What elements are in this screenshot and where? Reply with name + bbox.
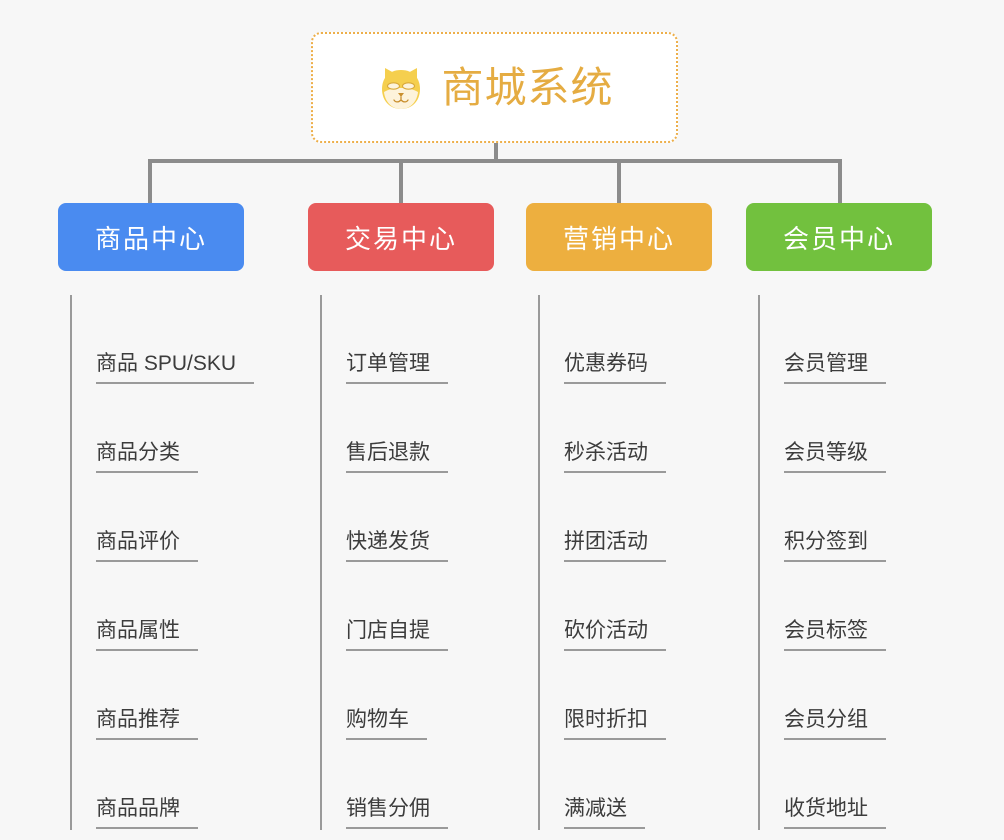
- child-list-marketing: 优惠券码 秒杀活动 拼团活动 砍价活动 限时折扣 满减送: [526, 295, 712, 830]
- child-label: 满减送: [564, 796, 645, 829]
- list-item[interactable]: 会员标签: [758, 562, 932, 651]
- connector-drop-4: [838, 159, 842, 205]
- child-label: 商品分类: [96, 440, 198, 473]
- list-item[interactable]: 拼团活动: [538, 473, 712, 562]
- category-column-member: 会员中心 会员管理 会员等级 积分签到 会员标签 会员分组: [746, 203, 932, 830]
- child-label: 砍价活动: [564, 618, 666, 651]
- connector-drop-1: [148, 159, 152, 205]
- connector-drop-3: [617, 159, 621, 205]
- child-label: 商品推荐: [96, 707, 198, 740]
- child-label: 收货地址: [784, 796, 886, 829]
- list-item[interactable]: 限时折扣: [538, 651, 712, 740]
- list-item[interactable]: 购物车: [320, 651, 494, 740]
- child-label: 会员分组: [784, 707, 886, 740]
- list-item[interactable]: 门店自提: [320, 562, 494, 651]
- root-node[interactable]: 商城系统: [311, 32, 678, 143]
- child-label: 商品 SPU/SKU: [96, 351, 255, 384]
- list-item[interactable]: 积分签到: [758, 473, 932, 562]
- child-spine: [538, 295, 540, 830]
- child-list-trade: 订单管理 售后退款 快递发货 门店自提 购物车 销售分佣: [308, 295, 494, 830]
- list-item[interactable]: 优惠券码: [538, 295, 712, 384]
- list-item[interactable]: 商品评价: [70, 473, 244, 562]
- category-header-trade[interactable]: 交易中心: [308, 203, 494, 271]
- child-label: 优惠券码: [564, 351, 666, 384]
- child-label: 会员等级: [784, 440, 886, 473]
- list-item[interactable]: 会员分组: [758, 651, 932, 740]
- category-header-label: 交易中心: [344, 223, 457, 254]
- child-spine: [70, 295, 72, 830]
- child-label: 积分签到: [784, 529, 886, 562]
- root-title: 商城系统: [441, 63, 614, 111]
- connector-root-stem: [494, 143, 498, 161]
- child-label: 秒杀活动: [564, 440, 666, 473]
- category-header-marketing[interactable]: 营销中心: [526, 203, 712, 271]
- category-header-label: 商品中心: [94, 223, 207, 254]
- list-item[interactable]: 满减送: [538, 740, 712, 829]
- child-label: 拼团活动: [564, 529, 666, 562]
- child-label: 订单管理: [346, 351, 448, 384]
- child-label: 商品品牌: [96, 796, 198, 829]
- list-item[interactable]: 商品属性: [70, 562, 244, 651]
- category-header-label: 会员中心: [782, 223, 895, 254]
- connector-horizontal-bus: [148, 159, 842, 163]
- list-item[interactable]: 砍价活动: [538, 562, 712, 651]
- child-list-product: 商品 SPU/SKU 商品分类 商品评价 商品属性 商品推荐 商品品牌: [58, 295, 255, 830]
- child-label: 购物车: [346, 707, 427, 740]
- child-label: 限时折扣: [564, 707, 666, 740]
- category-header-product[interactable]: 商品中心: [58, 203, 244, 271]
- list-item[interactable]: 销售分佣: [320, 740, 494, 829]
- category-header-label: 营销中心: [562, 223, 675, 254]
- list-item[interactable]: 秒杀活动: [538, 384, 712, 473]
- child-spine: [320, 295, 322, 830]
- list-item[interactable]: 订单管理: [320, 295, 494, 384]
- category-columns: 商品中心 商品 SPU/SKU 商品分类 商品评价 商品属性 商品推荐: [0, 203, 1004, 840]
- category-column-product: 商品中心 商品 SPU/SKU 商品分类 商品评价 商品属性 商品推荐: [58, 203, 255, 830]
- child-label: 会员标签: [784, 618, 886, 651]
- category-column-trade: 交易中心 订单管理 售后退款 快递发货 门店自提 购物车: [308, 203, 494, 830]
- list-item[interactable]: 收货地址: [758, 740, 932, 829]
- list-item[interactable]: 会员管理: [758, 295, 932, 384]
- list-item[interactable]: 商品推荐: [70, 651, 244, 740]
- list-item[interactable]: 会员等级: [758, 384, 932, 473]
- connector-drop-2: [399, 159, 403, 205]
- child-label: 商品评价: [96, 529, 198, 562]
- list-item[interactable]: 售后退款: [320, 384, 494, 473]
- list-item[interactable]: 商品分类: [70, 384, 244, 473]
- child-spine: [758, 295, 760, 830]
- child-label: 门店自提: [346, 618, 448, 651]
- shiba-dog-face-icon: [375, 62, 427, 114]
- list-item[interactable]: 商品品牌: [70, 740, 244, 829]
- child-label: 快递发货: [346, 529, 448, 562]
- child-label: 售后退款: [346, 440, 448, 473]
- list-item[interactable]: 商品 SPU/SKU: [70, 295, 255, 384]
- category-column-marketing: 营销中心 优惠券码 秒杀活动 拼团活动 砍价活动 限时折扣: [526, 203, 712, 830]
- child-label: 销售分佣: [346, 796, 448, 829]
- child-label: 商品属性: [96, 618, 198, 651]
- child-label: 会员管理: [784, 351, 886, 384]
- child-list-member: 会员管理 会员等级 积分签到 会员标签 会员分组 收货地址: [746, 295, 932, 830]
- list-item[interactable]: 快递发货: [320, 473, 494, 562]
- category-header-member[interactable]: 会员中心: [746, 203, 932, 271]
